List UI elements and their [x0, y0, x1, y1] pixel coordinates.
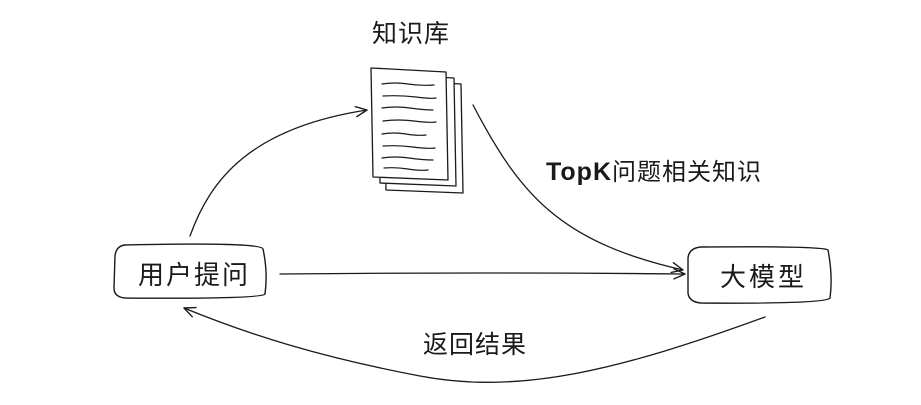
user-question-label: 用户提问 — [138, 261, 251, 291]
arrow-user-to-llm — [280, 273, 685, 274]
arrow-knowledge-base-to-llm — [473, 105, 683, 270]
topk-edge-label-rest: 问题相关知识 — [612, 158, 763, 186]
topk-edge-label-prefix: TopK — [546, 158, 613, 186]
topk-edge-label: TopK问题相关知识 — [546, 152, 762, 187]
return-result-edge-label: 返回结果 — [423, 330, 528, 359]
document-text-lines — [382, 83, 436, 170]
llm-label: 大模型 — [720, 263, 808, 293]
arrow-user-to-knowledge-base — [190, 110, 367, 236]
arrow-llm-to-user — [184, 308, 765, 382]
document-stack-icon — [371, 68, 463, 193]
user-question-box — [114, 244, 266, 298]
knowledge-base-label: 知识库 — [372, 19, 451, 48]
